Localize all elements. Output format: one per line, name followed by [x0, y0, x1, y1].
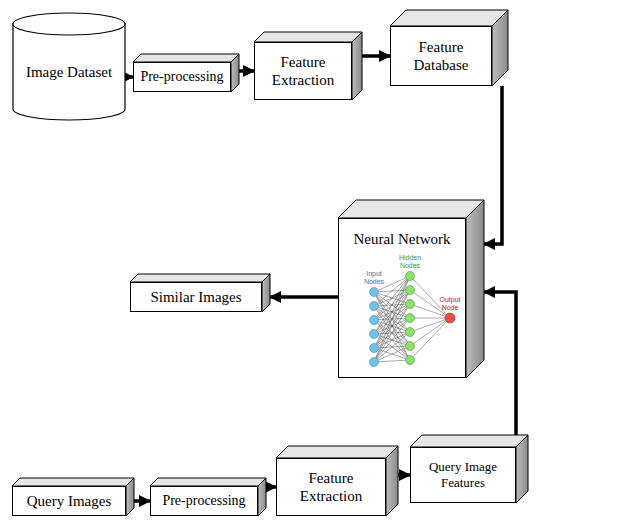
- process-box: Feature Extraction: [276, 446, 398, 516]
- node-label: Pre-processing: [162, 493, 245, 510]
- process-box: Pre-processing: [150, 478, 266, 516]
- flow-arrow: [134, 499, 150, 503]
- process-box: Similar Images: [130, 274, 270, 312]
- box-face: Image Dataset: [12, 34, 126, 110]
- flow-arrow: [362, 54, 390, 58]
- box-face: Feature Extraction: [254, 42, 352, 100]
- box-face: Feature Database: [390, 26, 492, 86]
- process-box: Query Image Features: [410, 435, 528, 503]
- node-label: Feature Extraction: [259, 53, 347, 89]
- node-label: Query Image Features: [415, 459, 511, 490]
- node-label: Feature Database: [395, 38, 487, 74]
- process-box: Feature Extraction: [254, 32, 362, 100]
- box-face: Similar Images: [130, 282, 262, 312]
- layer-caption: Output Node: [436, 296, 464, 311]
- node-label: Neural Network: [353, 230, 450, 248]
- layer-caption: Input Nodes: [360, 270, 388, 285]
- layer-caption: Hidden Nodes: [396, 254, 424, 269]
- flow-arrow: [239, 69, 254, 73]
- flow-arrow: [266, 485, 276, 489]
- flow-arrow: [484, 86, 502, 244]
- flow-arrow: [126, 75, 133, 79]
- node-label: Feature Extraction: [281, 469, 381, 505]
- process-box: Feature Database: [390, 10, 508, 86]
- node-label: Similar Images: [150, 288, 241, 306]
- box-face: Pre-processing: [133, 62, 231, 92]
- process-box: Query Images: [12, 478, 134, 516]
- node-label: Query Images: [27, 492, 112, 510]
- flow-arrow: [398, 473, 410, 477]
- node-label: Pre-processing: [140, 69, 223, 86]
- flow-arrow: [484, 292, 516, 435]
- box-face: Feature Extraction: [276, 458, 386, 516]
- box-face: Query Images: [12, 486, 126, 516]
- box-face: Pre-processing: [150, 486, 258, 516]
- box-face: Query Image Features: [410, 447, 516, 503]
- flow-arrow: [270, 295, 338, 299]
- process-box: Pre-processing: [133, 54, 239, 92]
- dataset-cylinder: Image Dataset: [12, 12, 126, 120]
- node-label: Image Dataset: [26, 63, 112, 81]
